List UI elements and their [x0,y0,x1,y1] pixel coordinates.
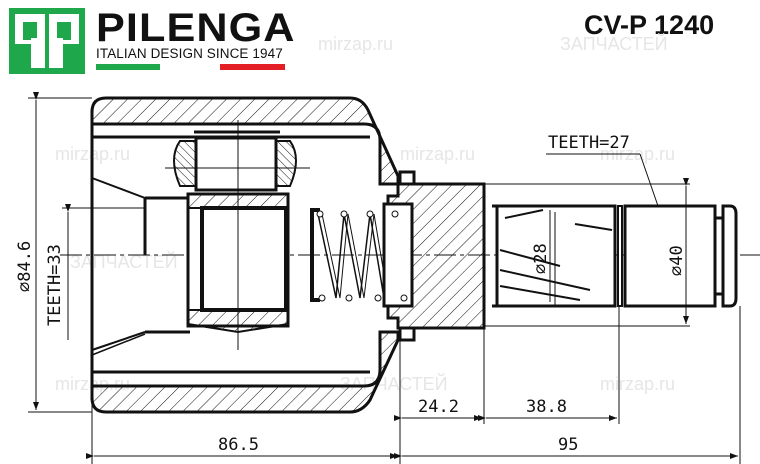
dim-stub-length-1: 24.2 [418,397,459,417]
flag-green-stripe [96,64,160,70]
dim-shaft-total-length: 95 [558,435,578,455]
spline-shaft [492,204,738,308]
brand-tagline: ITALIAN DESIGN SINCE 1947 [96,46,283,61]
dim-stub-length-2: 38.8 [526,397,567,417]
brand-logo-icon [9,8,85,74]
spring [310,202,414,308]
svg-text:ЗАПЧАСТЕЙ: ЗАПЧАСТЕЙ [560,33,668,54]
flag-red-stripe [220,64,285,70]
svg-text:mirzap.ru: mirzap.ru [400,144,475,164]
dim-housing-length: 86.5 [218,435,259,455]
svg-text:mirzap.ru: mirzap.ru [318,34,393,54]
outer-diameter-label: ⌀84.6 [15,241,35,292]
tripod-roller [165,120,310,350]
shaft-teeth-label: TEETH=27 [548,133,630,153]
svg-text:mirzap.ru: mirzap.ru [600,374,675,394]
part-number: CV-P 1240 [584,10,715,40]
brand-name: PILENGA [96,6,296,50]
inner-teeth-label: TEETH=33 [45,244,65,326]
spline-diameter-label: ⌀28 [531,243,551,274]
dimension-lines [28,92,741,464]
seal-diameter-label: ⌀40 [667,245,687,276]
svg-text:ЗАПЧАСТЕЙ: ЗАПЧАСТЕЙ [70,251,178,272]
